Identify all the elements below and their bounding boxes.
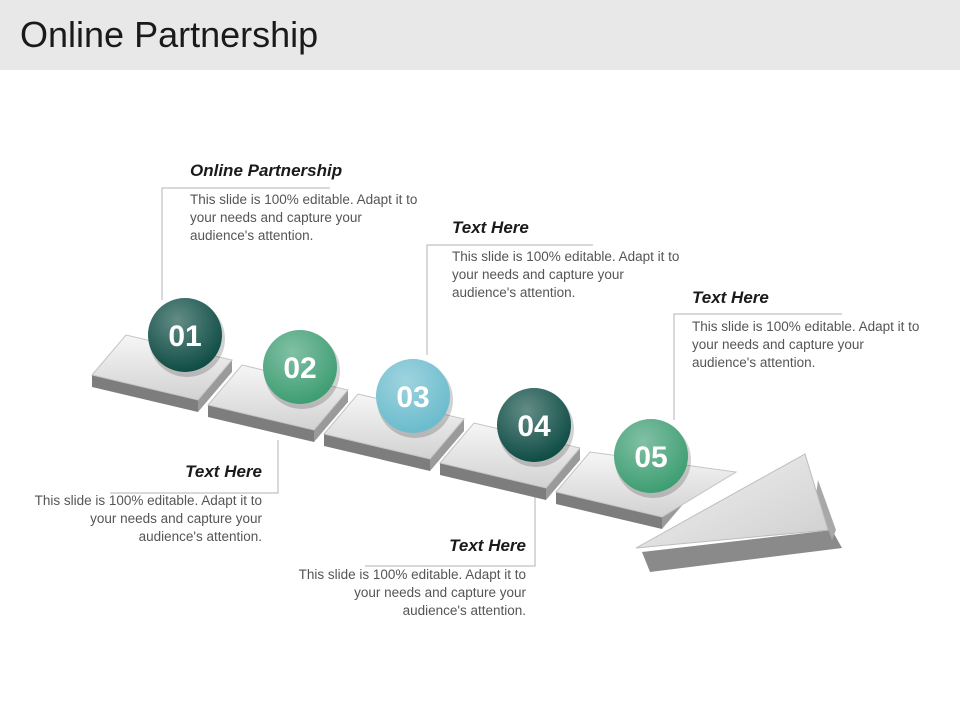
callout-3: Text Here This slide is 100% editable. A…	[452, 218, 682, 302]
callout-heading: Text Here	[449, 536, 526, 555]
step-ball-5: 05	[614, 419, 691, 498]
connector-line-3	[426, 244, 593, 355]
connector-line-1	[161, 187, 330, 300]
step-ball-1: 01	[148, 298, 225, 377]
connector-lines	[110, 187, 842, 567]
callout-text: This slide is 100% editable. Adapt it to…	[298, 567, 526, 618]
step-ball-3: 03	[376, 359, 453, 438]
callout-text: This slide is 100% editable. Adapt it to…	[452, 249, 680, 300]
step-number-5: 05	[634, 441, 667, 474]
connector-line-5	[673, 313, 842, 420]
callout-1: Online Partnership This slide is 100% ed…	[190, 161, 420, 245]
callout-text: This slide is 100% editable. Adapt it to…	[692, 319, 920, 370]
step-number-3: 03	[396, 381, 429, 414]
callout-heading: Text Here	[692, 288, 769, 307]
step-number-4: 04	[517, 410, 551, 443]
page-title: Online Partnership	[20, 14, 319, 55]
callout-heading: Text Here	[185, 462, 262, 481]
callout-text: This slide is 100% editable. Adapt it to…	[190, 192, 418, 243]
step-ball-4: 04	[497, 388, 574, 467]
step-tile-1	[91, 334, 233, 412]
title-bar: Online Partnership	[0, 0, 960, 70]
arrow-head	[635, 453, 842, 572]
callout-heading: Text Here	[452, 218, 529, 237]
step-tile-4	[439, 422, 581, 500]
callout-5: Text Here This slide is 100% editable. A…	[692, 288, 922, 372]
step-ball-2: 02	[263, 330, 340, 409]
callout-2: Text Here This slide is 100% editable. A…	[32, 462, 262, 546]
connector-line-2	[110, 440, 279, 494]
callout-text: This slide is 100% editable. Adapt it to…	[34, 493, 262, 544]
connector-line-4	[365, 496, 536, 567]
step-number-1: 01	[168, 320, 201, 353]
step-tile-2	[207, 364, 349, 442]
callout-4: Text Here This slide is 100% editable. A…	[296, 536, 526, 620]
callout-heading: Online Partnership	[190, 161, 343, 180]
step-number-2: 02	[283, 352, 316, 385]
